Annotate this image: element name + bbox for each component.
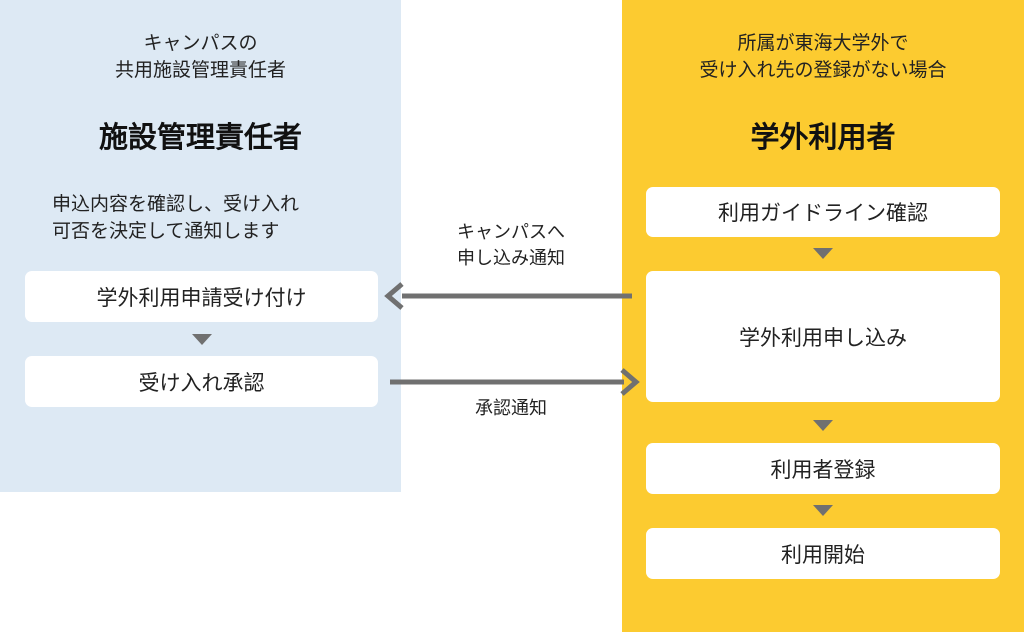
left-title: 施設管理責任者 — [98, 120, 302, 154]
left-subtitle-line2: 共用施設管理責任者 — [114, 59, 286, 81]
approval-notification-label: 承認通知 — [475, 398, 547, 419]
step-guideline-check: 利用ガイドライン確認 — [646, 187, 1000, 237]
step-external-application: 学外利用申し込み — [646, 271, 1000, 402]
step-acceptance-approval: 受け入れ承認 — [25, 356, 378, 407]
down-arrow-icon — [813, 420, 833, 431]
right-subtitle: 所属が東海大学外で 受け入れ先の登録がない場合 — [622, 30, 1024, 84]
down-arrow-icon — [192, 334, 212, 345]
down-arrow-icon — [813, 505, 833, 516]
step-application-received: 学外利用申請受け付け — [25, 271, 378, 322]
campus-notification-line1: キャンパスへ — [457, 222, 565, 243]
down-arrow-icon — [813, 248, 833, 259]
right-title: 学外利用者 — [750, 120, 896, 154]
arrow-right-head-icon — [620, 368, 640, 396]
right-subtitle-line2: 受け入れ先の登録がない場合 — [699, 59, 947, 81]
left-desc-line1: 申込内容を確認し、受け入れ — [52, 193, 300, 215]
step-user-registration: 利用者登録 — [646, 443, 1000, 494]
step-start-usage: 利用開始 — [646, 528, 1000, 579]
left-desc-line2: 可否を決定して通知します — [52, 220, 280, 242]
right-subtitle-line1: 所属が東海大学外で — [737, 32, 909, 54]
arrow-to-user — [390, 368, 640, 396]
arrow-left-head-icon — [384, 282, 404, 310]
campus-notification-label: キャンパスへ 申し込み通知 — [411, 220, 611, 272]
left-subtitle-line1: キャンパスの — [143, 32, 258, 54]
left-subtitle: キャンパスの 共用施設管理責任者 — [0, 30, 401, 84]
campus-notification-line2: 申し込み通知 — [457, 248, 565, 269]
facility-manager-panel: キャンパスの 共用施設管理責任者 施設管理責任者 申込内容を確認し、受け入れ 可… — [0, 0, 401, 492]
external-user-panel: 所属が東海大学外で 受け入れ先の登録がない場合 学外利用者 利用ガイドライン確認… — [622, 0, 1024, 632]
arrow-to-campus — [384, 282, 632, 310]
left-description: 申込内容を確認し、受け入れ 可否を決定して通知します — [52, 191, 382, 245]
